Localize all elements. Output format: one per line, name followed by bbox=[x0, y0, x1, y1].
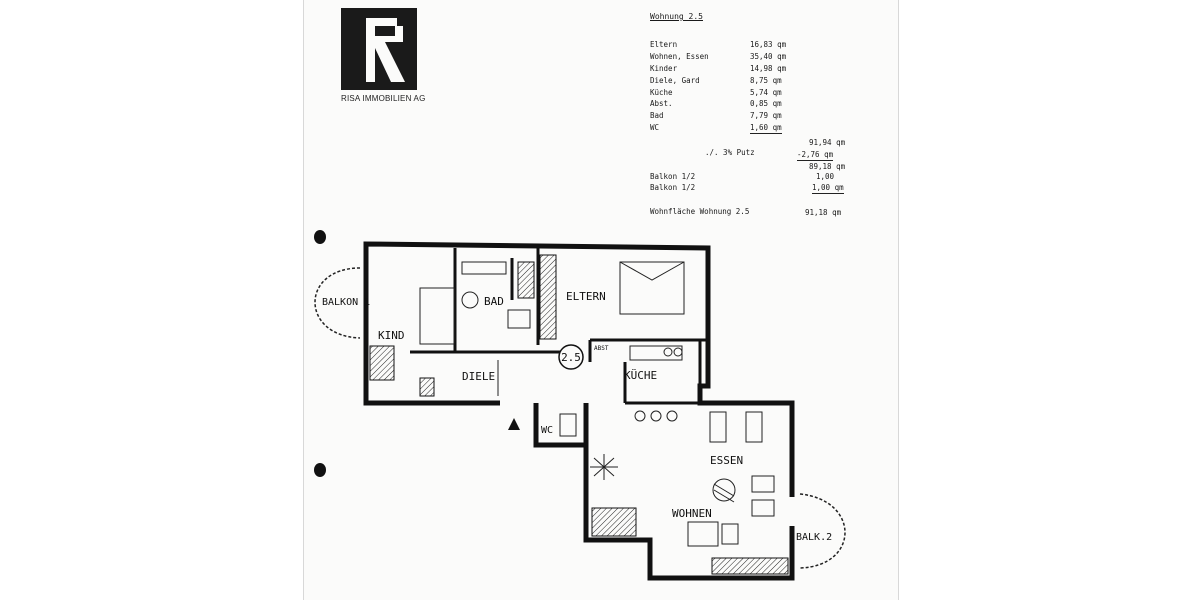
wardrobe-eltern bbox=[539, 254, 557, 340]
room-label-bad: BAD bbox=[484, 295, 504, 308]
after-putz-value: 89,18 qm bbox=[809, 162, 846, 171]
room-label: Kinder bbox=[650, 64, 678, 73]
company-name: RISA IMMOBILIEN AG bbox=[341, 94, 426, 103]
wardrobe-kind bbox=[369, 345, 395, 381]
room-label: Eltern bbox=[650, 40, 678, 49]
exterior-walls bbox=[363, 241, 795, 581]
room-area: 5,74 qm bbox=[750, 88, 782, 97]
fireplace bbox=[591, 507, 637, 537]
balcony-2-value: 1,00 qm bbox=[812, 183, 844, 194]
total-value: 91,18 qm bbox=[805, 208, 842, 217]
subtotal-value: 91,94 qm bbox=[809, 138, 846, 147]
total-label: Wohnfläche Wohnung 2.5 bbox=[650, 207, 750, 216]
room-label: Abst. bbox=[650, 99, 673, 108]
room-area: 0,85 qm bbox=[750, 99, 782, 108]
balcony-2-label: Balkon 1/2 bbox=[650, 183, 696, 192]
room-label-eltern: ELTERN bbox=[566, 290, 606, 303]
room-label: Wohnen, Essen bbox=[650, 52, 709, 61]
punch-hole-bottom bbox=[314, 463, 326, 477]
plant-symbol bbox=[590, 454, 618, 480]
room-area: 1,60 qm bbox=[750, 123, 782, 134]
room-label-diele: DIELE bbox=[462, 370, 495, 383]
room-label: Küche bbox=[650, 88, 673, 97]
furniture bbox=[419, 261, 775, 547]
balcony-1-label: Balkon 1/2 bbox=[650, 172, 696, 181]
room-label-balk2: BALK.2 bbox=[796, 532, 832, 543]
room-label-kueche: KÜCHE bbox=[624, 369, 657, 382]
document-page bbox=[303, 0, 899, 600]
room-label-wohnen: WOHNEN bbox=[672, 507, 712, 520]
room-area: 7,79 qm bbox=[750, 111, 782, 120]
room-label: WC bbox=[650, 123, 660, 132]
room-label-balkon1: BALKON 1 bbox=[322, 297, 370, 308]
unit-number: 2.5 bbox=[561, 351, 581, 364]
bath-shelf bbox=[517, 261, 535, 299]
company-logo bbox=[341, 8, 417, 90]
putz-label: ./. 3% Putz bbox=[705, 148, 755, 157]
room-area: 16,83 qm bbox=[750, 40, 787, 49]
balcony-1-value: 1,00 bbox=[816, 172, 835, 181]
unit-number-circle bbox=[558, 344, 584, 370]
balcony-2-outline bbox=[799, 493, 846, 569]
schedule-title: Wohnung 2.5 bbox=[650, 12, 703, 21]
balcony-1-outline bbox=[314, 267, 361, 339]
room-label: Bad bbox=[650, 111, 664, 120]
entrance-arrow-icon bbox=[508, 418, 520, 430]
room-label-essen: ESSEN bbox=[710, 454, 743, 467]
window-seat bbox=[711, 557, 789, 575]
room-label-wc: WC bbox=[541, 425, 553, 436]
punch-hole-top bbox=[314, 230, 326, 244]
room-area: 35,40 qm bbox=[750, 52, 787, 61]
putz-value: -2,76 qm bbox=[797, 150, 834, 161]
room-area: 14,98 qm bbox=[750, 64, 787, 73]
room-label-abst: ABST bbox=[594, 345, 609, 352]
wardrobe-diele bbox=[419, 377, 435, 397]
room-label: Diele, Gard bbox=[650, 76, 700, 85]
interior-walls bbox=[410, 248, 708, 445]
room-label-kind: KIND bbox=[378, 329, 405, 342]
room-area: 8,75 qm bbox=[750, 76, 782, 85]
